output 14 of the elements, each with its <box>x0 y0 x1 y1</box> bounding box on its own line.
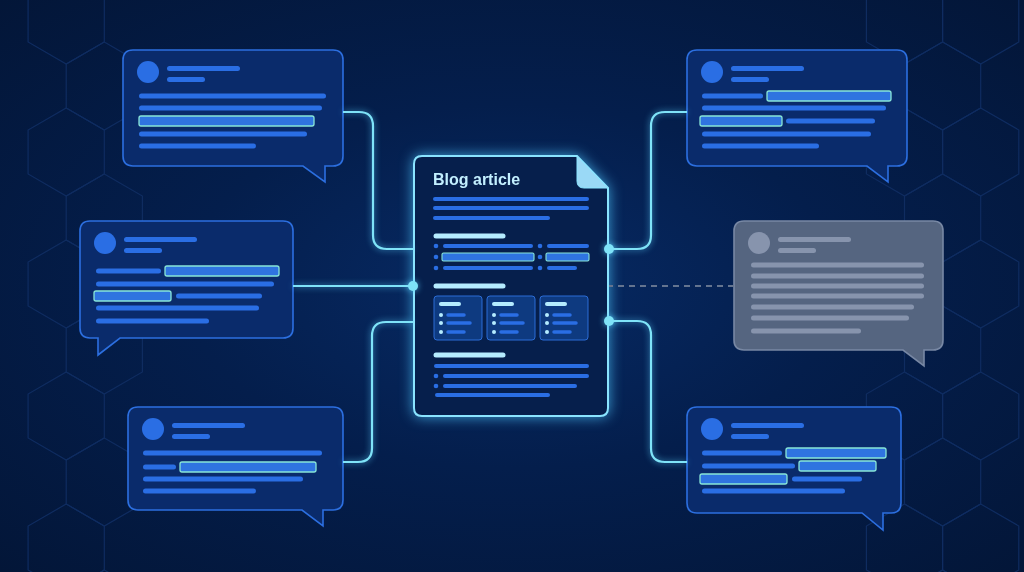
dashed-connector-line <box>609 284 734 288</box>
connector-line <box>604 316 687 464</box>
connector-line <box>604 110 687 254</box>
speech-bubble <box>686 49 908 183</box>
connector-line <box>343 110 413 251</box>
speech-bubble <box>79 220 294 356</box>
connector-line <box>293 281 418 291</box>
speech-bubble <box>127 406 344 527</box>
document-page <box>413 155 609 417</box>
speech-bubble <box>686 406 902 531</box>
document-title: Blog article <box>433 171 521 189</box>
connector-line <box>343 320 413 464</box>
speech-bubble <box>122 49 344 183</box>
speech-bubble <box>733 220 944 367</box>
